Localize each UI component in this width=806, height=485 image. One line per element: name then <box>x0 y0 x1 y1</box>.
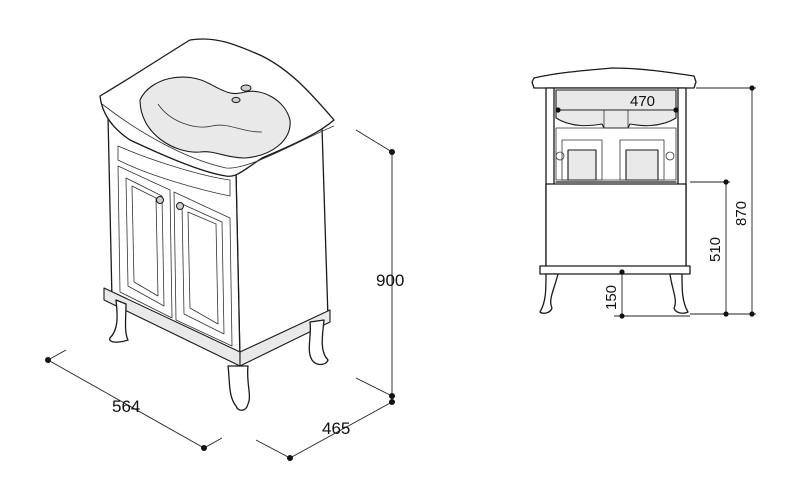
dim-width-label: 564 <box>112 397 140 416</box>
section-countertop <box>531 67 697 89</box>
dim-depth-label: 465 <box>322 419 350 438</box>
basin-bowl <box>139 76 291 159</box>
leg-back-right <box>308 319 329 366</box>
dim-total-height-label: 870 <box>733 201 750 226</box>
overflow-hole <box>240 84 252 92</box>
door-left <box>117 165 173 319</box>
dim-basin-width-label: 470 <box>630 93 655 110</box>
section-plinth <box>539 265 691 275</box>
dimension-leg-height: 150 <box>603 269 690 319</box>
door-handle-right <box>176 202 184 210</box>
isometric-vanity <box>99 38 335 411</box>
dimension-total-height: 870 <box>690 85 756 317</box>
dim-leg-height-label: 150 <box>603 285 620 310</box>
section-leg-left <box>539 273 559 314</box>
section-leg-right <box>669 273 689 314</box>
dim-cabinet-height-label: 510 <box>707 237 724 262</box>
dimension-cabinet-height: 510 <box>690 179 730 317</box>
front-section-view <box>531 67 697 314</box>
section-lower-cabinet <box>545 183 687 269</box>
leg-front-center <box>227 365 251 411</box>
door-right <box>173 191 233 347</box>
dimension-depth: 465 <box>255 399 395 461</box>
plinth-side <box>239 309 331 367</box>
dimension-height: 900 <box>355 129 404 399</box>
dimension-basin-width: 470 <box>555 93 679 113</box>
section-basin <box>555 89 677 129</box>
tap-hole <box>231 96 241 104</box>
dim-height-label: 900 <box>376 271 404 290</box>
dimension-width: 564 <box>45 349 223 451</box>
leg-front-left <box>109 299 129 343</box>
door-handle-left <box>156 196 164 204</box>
